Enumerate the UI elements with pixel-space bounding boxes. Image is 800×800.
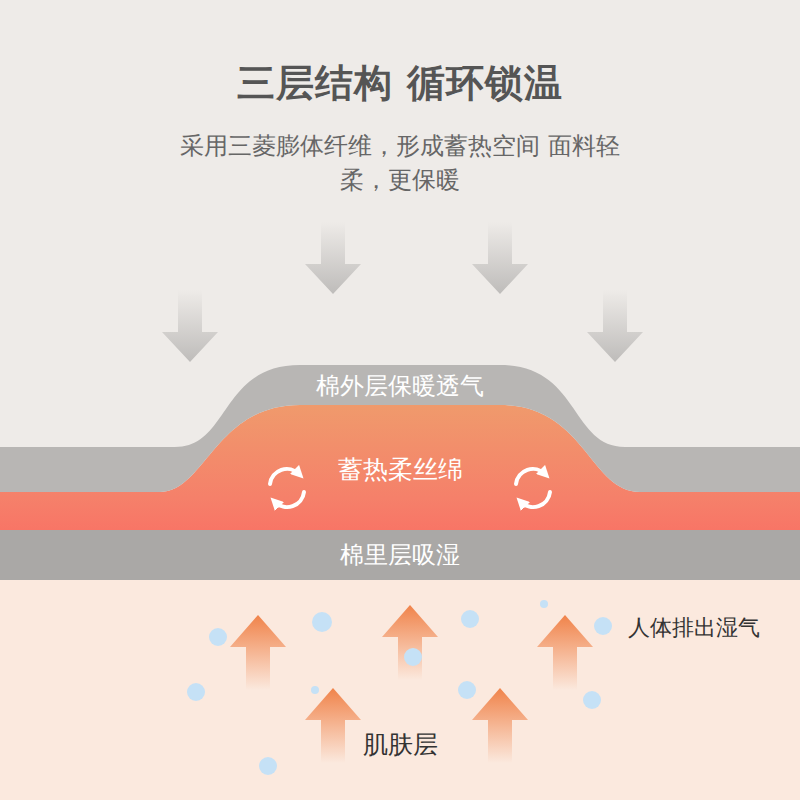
inner-layer-band: 棉里层吸湿 — [0, 530, 800, 580]
title-box: 三层结构 循环锁温 — [0, 58, 800, 109]
skin-ground — [0, 580, 800, 800]
moisture-note: 人体排出湿气 — [628, 614, 796, 643]
down-arrows — [162, 222, 643, 362]
background — [0, 0, 800, 580]
layer-label: 蓄热柔丝绵 — [338, 455, 463, 485]
layer-label: 棉里层吸湿 — [340, 541, 460, 570]
heat-layer-band: 蓄热柔丝绵 — [320, 446, 480, 494]
inner-layer — [0, 530, 800, 580]
layer-label: 棉外层保暖透气 — [316, 372, 484, 401]
title: 三层结构 循环锁温 — [237, 61, 563, 105]
up-arrows — [230, 605, 593, 763]
outer-layer — [0, 365, 800, 492]
skin-layer-band: 肌肤层 — [0, 580, 800, 800]
moisture-dots — [187, 600, 612, 775]
subtitle: 采用三菱膨体纤维，形成蓄热空间 面料轻柔，更保暖 — [170, 130, 630, 197]
outer-layer-band: 棉外层保暖透气 — [220, 366, 580, 406]
layer-label: 肌肤层 — [363, 730, 438, 760]
